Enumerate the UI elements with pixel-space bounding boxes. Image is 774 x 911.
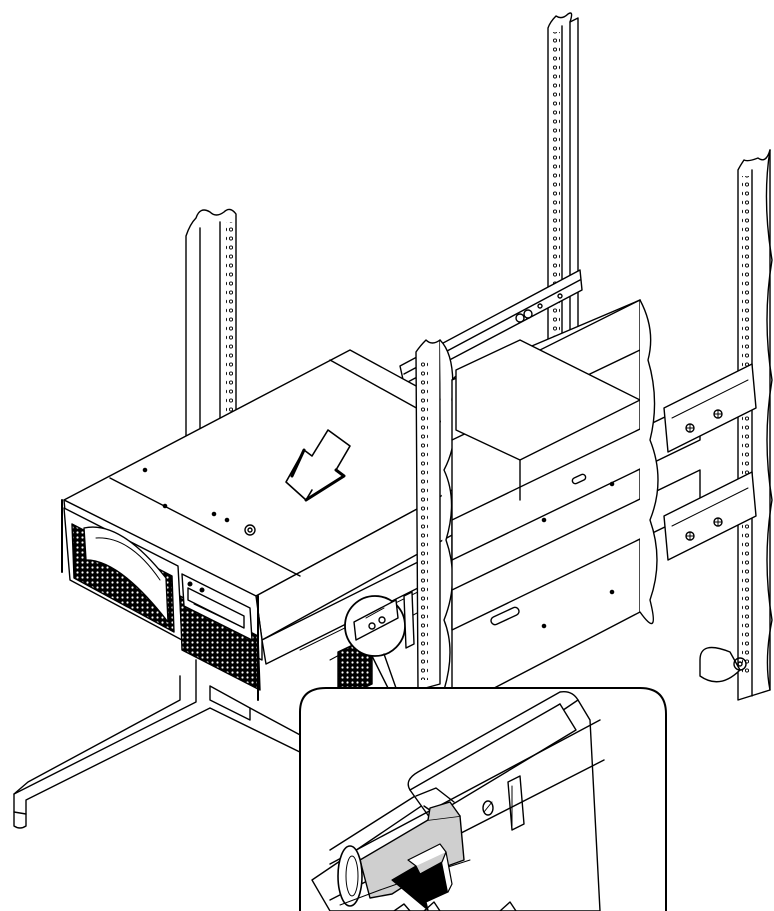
front-left-rack-post [415,339,456,691]
shipping-box-behind-rail [455,339,641,501]
rack-base-frame [13,659,411,829]
rail-mounting-brackets [663,363,757,683]
magnified-latch-inset [299,687,667,911]
push-latch-arrow-icon [391,843,453,911]
torn-edge-right [639,299,659,625]
detail-callout-circle [344,591,415,689]
right-front-rack-post [737,149,773,701]
server-front-bezel [61,499,261,701]
push-direction-arrow-icon [285,429,351,502]
